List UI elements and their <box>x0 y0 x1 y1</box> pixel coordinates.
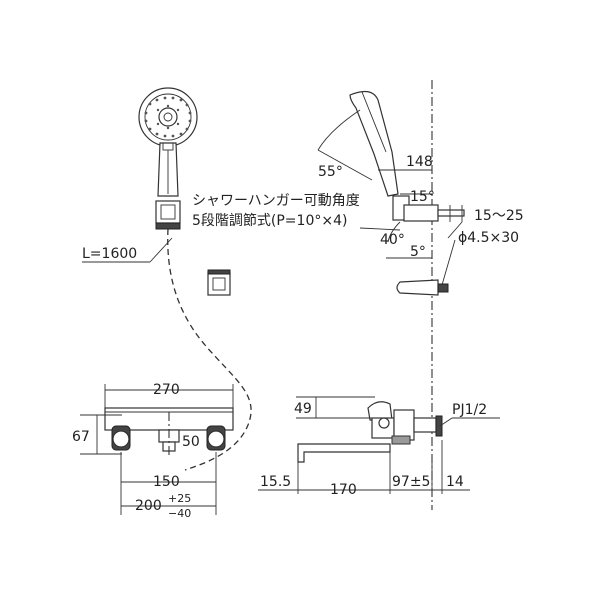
dim-270: 270 <box>153 382 180 398</box>
angle-15: 15° <box>410 189 435 205</box>
hanger-bracket-small <box>207 269 231 296</box>
hanger-desc-line2: 5段階調節式(P=10°×4) <box>192 212 347 229</box>
hose-length-label: L=1600 <box>82 246 137 262</box>
front-view: L=1600 270 67 50 150 <box>72 87 252 520</box>
dim-150: 150 <box>153 474 180 490</box>
hose-leader <box>149 237 173 263</box>
dim-200: 200 <box>135 498 162 514</box>
dim-15-5: 15.5 <box>260 474 291 490</box>
hanger-desc-line1: シャワーハンガー可動角度 <box>192 193 360 209</box>
mixer-body-side <box>297 401 443 463</box>
mixer-body-front <box>104 407 234 455</box>
dim-200-tol-minus: −40 <box>168 507 191 520</box>
dim-phi: ϕ4.5×30 <box>458 230 519 246</box>
shower-head-front <box>138 87 198 147</box>
hose <box>167 228 252 471</box>
angle-5: 5° <box>410 244 426 260</box>
side-view: 55° 40° 148 15° 15～25 ϕ4.5×30 5° シャワーハンガ… <box>192 80 524 510</box>
dim-15-25: 15～25 <box>474 208 524 224</box>
dim-14: 14 <box>446 474 464 490</box>
hanger-bracket-front <box>155 200 181 224</box>
angle-55: 55° <box>318 164 343 180</box>
dim-148: 148 <box>406 154 433 170</box>
dim-pj: PJ1/2 <box>452 402 487 418</box>
dim-97: 97±5 <box>392 474 430 490</box>
dim-50: 50 <box>182 434 200 450</box>
dim-170: 170 <box>330 482 357 498</box>
dim-200-tol-plus: +25 <box>168 492 191 505</box>
dim-67: 67 <box>72 429 90 445</box>
dim-49: 49 <box>294 401 312 417</box>
angle-40: 40° <box>380 232 405 248</box>
